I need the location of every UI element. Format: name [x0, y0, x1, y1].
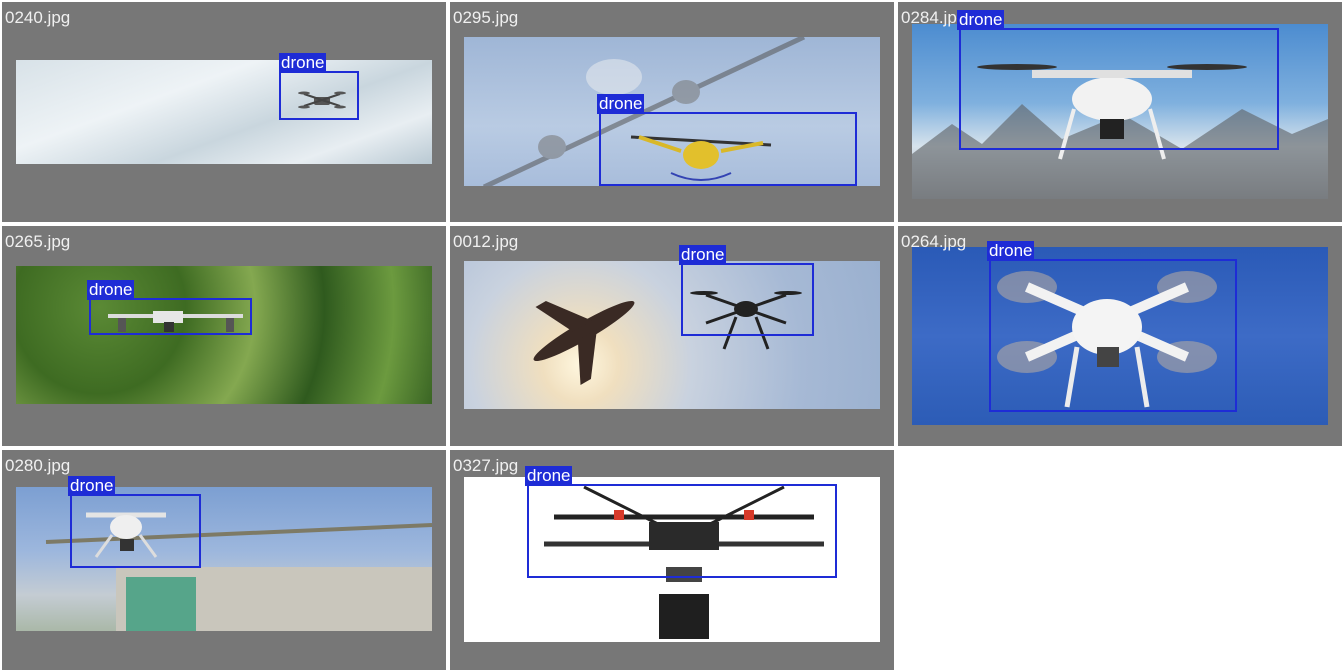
- detection-box: [70, 494, 201, 568]
- detection-label: drone: [957, 10, 1005, 30]
- drone-icon: [544, 485, 824, 639]
- detection-label: drone: [68, 476, 116, 496]
- detection-box: [681, 263, 814, 336]
- tile-filename: 0280.jpg: [5, 456, 71, 475]
- tile-image: [912, 24, 1328, 199]
- tile-0265: 0265.jpg drone: [2, 226, 446, 446]
- drone-icon: [298, 91, 346, 109]
- tile-image: [912, 247, 1328, 425]
- tile-image: [464, 477, 880, 642]
- detection-box: [89, 298, 252, 335]
- tile-image: [464, 261, 880, 409]
- detection-box: [527, 484, 837, 578]
- detection-label: drone: [597, 94, 645, 114]
- tile-image: [16, 487, 432, 631]
- tile-filename: 0012.jpg: [453, 232, 519, 251]
- drone-icon: [533, 291, 802, 385]
- tile-0327: 0327.jpg drone: [450, 450, 894, 670]
- tile-0284: 0284.jpg drone: [898, 2, 1342, 222]
- drone-icon: [912, 64, 1328, 199]
- tile-filename: 0240.jpg: [5, 8, 71, 27]
- detection-label: drone: [279, 53, 327, 73]
- tile-filename: 0295.jpg: [453, 8, 519, 27]
- detection-label: drone: [87, 280, 135, 300]
- tile-image: [464, 37, 880, 186]
- detection-label: drone: [679, 245, 727, 265]
- detection-label: drone: [525, 466, 573, 486]
- tile-0012: 0012.jpg drone: [450, 226, 894, 446]
- tile-filename: 0284.jpg: [901, 8, 967, 27]
- tile-image: [16, 60, 432, 164]
- detection-box: [959, 28, 1279, 150]
- drone-icon: [45, 512, 432, 631]
- tile-filename: 0265.jpg: [5, 232, 71, 251]
- detection-box: [599, 112, 857, 186]
- detection-box: [989, 259, 1237, 412]
- tile-0280: 0280.jpg drone: [2, 450, 446, 670]
- drone-icon: [108, 311, 243, 332]
- tile-filename: 0264.jpg: [901, 232, 967, 251]
- tile-0240: 0240.jpg drone: [2, 2, 446, 222]
- detection-box: [279, 71, 359, 120]
- detection-label: drone: [987, 241, 1035, 261]
- tile-image: [16, 266, 432, 404]
- tile-0295: 0295.jpg drone: [450, 2, 894, 222]
- tile-0264: 0264.jpg drone: [898, 226, 1342, 446]
- tile-filename: 0327.jpg: [453, 456, 519, 475]
- drone-icon: [997, 271, 1217, 408]
